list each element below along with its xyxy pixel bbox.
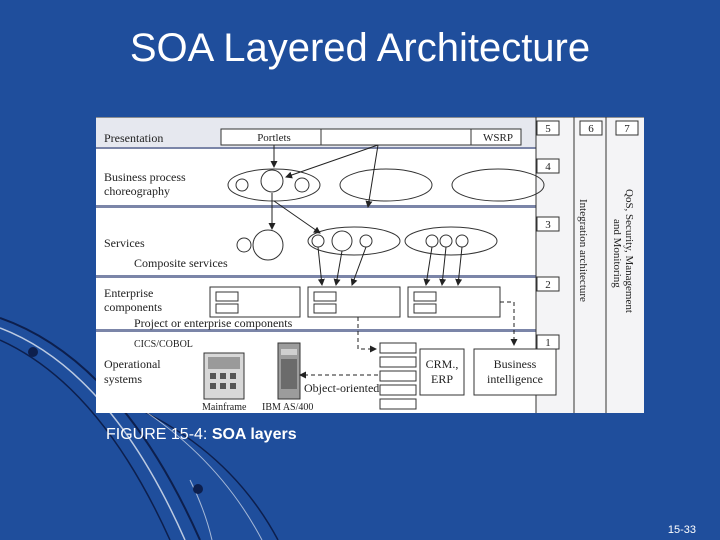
bi-label-line1: Business	[494, 357, 537, 371]
object-oriented-label: Object-oriented	[304, 381, 379, 395]
ibm-as400-icon	[278, 343, 300, 399]
ibm-as400-label: IBM AS/400	[262, 402, 313, 413]
portlets-label: Portlets	[257, 132, 291, 144]
bi-label-line2: intelligence	[487, 372, 543, 386]
project-components-label: Project or enterprise components	[134, 316, 293, 330]
qos-label-line2: and Monitoring	[611, 219, 623, 288]
soa-layers-figure: 5 6 7 4 3 2 1 Integration architecture Q…	[96, 117, 644, 413]
figure-caption: FIGURE 15-4: SOA layers	[106, 426, 297, 444]
decorative-dot-2	[193, 484, 203, 494]
page-number: 15-33	[668, 524, 696, 536]
composite-services-label: Composite services	[134, 256, 228, 270]
mainframe-icon	[204, 353, 244, 399]
crm-label-line2: ERP	[431, 372, 453, 386]
layer-label-presentation: Presentation	[104, 131, 163, 145]
column-number-7: 7	[624, 123, 630, 135]
business-process-line2: choreography	[104, 184, 170, 198]
enterprise-line1: Enterprise	[104, 286, 153, 300]
cics-cobol-label: CICS/COBOL	[134, 339, 193, 350]
column-number-6: 6	[588, 123, 594, 135]
soa-diagram: 5 6 7 4 3 2 1 Integration architecture Q…	[96, 117, 644, 413]
integration-architecture-label: Integration architecture	[577, 199, 589, 302]
caption-title: SOA layers	[212, 426, 297, 443]
caption-prefix: FIGURE 15-4:	[106, 426, 212, 443]
operational-line2: systems	[104, 372, 142, 386]
mainframe-label: Mainframe	[202, 402, 247, 413]
decorative-dot-1	[28, 347, 38, 357]
layer-label-services: Services	[104, 236, 145, 250]
enterprise-line2: components	[104, 300, 162, 314]
layer-number-5: 5	[545, 123, 551, 135]
layer-number-1: 1	[545, 337, 551, 349]
crm-label-line1: CRM.,	[426, 357, 459, 371]
operational-line1: Operational	[104, 357, 161, 371]
qos-label-line1: QoS, Security, Management	[623, 189, 635, 313]
layer-number-2: 2	[545, 279, 551, 291]
wsrp-label: WSRP	[483, 132, 513, 144]
layer-number-4: 4	[545, 161, 551, 173]
layer-number-3: 3	[545, 219, 551, 231]
slide-title: SOA Layered Architecture	[0, 26, 720, 71]
business-process-line1: Business process	[104, 170, 186, 184]
layer-separator	[96, 147, 536, 149]
layer-separator	[96, 275, 536, 278]
layer-separator	[96, 205, 536, 208]
